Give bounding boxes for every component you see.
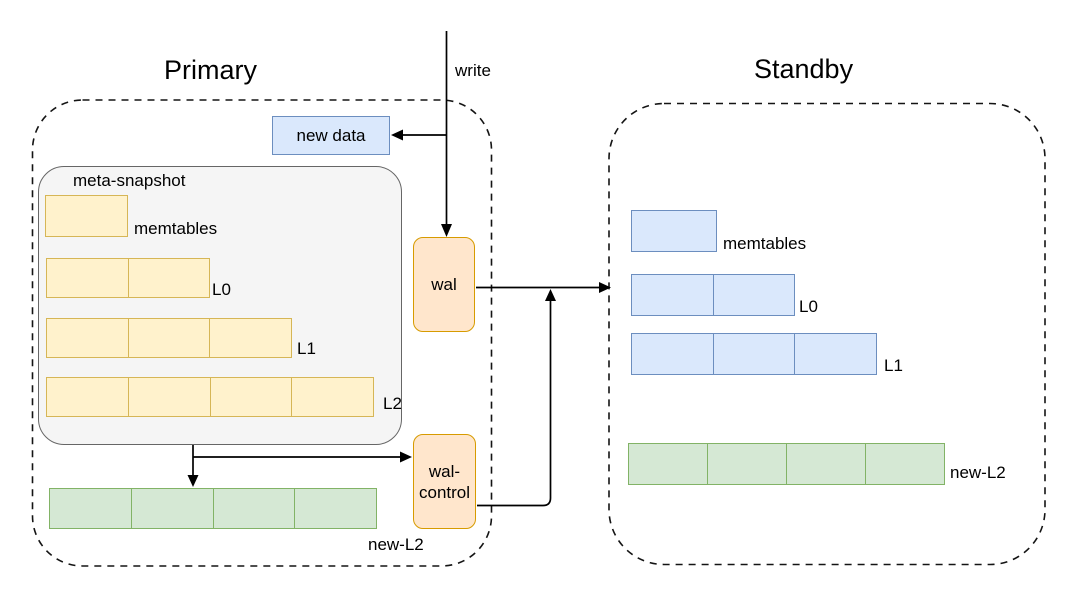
segment-cell [127, 378, 210, 416]
new-l2-label-standby: new-L2 [950, 463, 1006, 482]
l0-label-primary: L0 [212, 280, 231, 299]
write-arrow [441, 31, 452, 237]
write-label: write [455, 61, 491, 80]
new-l2-row-standby [628, 443, 945, 485]
new-l2-label-primary: new-L2 [368, 535, 424, 554]
l0-row-standby [631, 274, 795, 316]
segment-cell [50, 489, 131, 528]
new-data-box: new data [272, 116, 390, 155]
segment-cell [47, 378, 128, 416]
standby-boundary [608, 102, 1046, 566]
standby-title: Standby [754, 54, 854, 84]
segment-cell [209, 319, 291, 357]
memtables-row-primary [45, 195, 128, 237]
write-to-new-data-arrow [391, 129, 447, 141]
wal-control-box: wal- control [413, 434, 476, 529]
primary-title: Primary [164, 55, 257, 85]
segment-cell [127, 259, 210, 297]
segment-cell [291, 378, 373, 416]
segment-cell [209, 378, 292, 416]
l1-row-standby [631, 333, 877, 375]
l1-row-primary [46, 318, 292, 358]
segment-cell [865, 444, 944, 484]
l2-row-primary [46, 377, 374, 417]
segment-cell [46, 196, 127, 236]
l0-label-standby: L0 [799, 297, 818, 316]
l1-label-primary: L1 [297, 339, 316, 358]
segment-cell [130, 489, 213, 528]
l2-label-primary: L2 [383, 394, 402, 413]
segment-cell [629, 444, 707, 484]
segment-cell [712, 334, 795, 374]
segment-cell [294, 489, 376, 528]
wal-box: wal [413, 237, 475, 332]
segment-cell [127, 319, 210, 357]
l0-row-primary [46, 258, 210, 298]
l1-label-standby: L1 [884, 356, 903, 375]
memtables-label-standby: memtables [723, 234, 807, 253]
segment-cell [632, 211, 716, 251]
segment-cell [47, 319, 128, 357]
segment-cell [47, 259, 128, 297]
segment-cell [632, 334, 713, 374]
segment-cell [786, 444, 865, 484]
segment-cell [212, 489, 295, 528]
segment-cell [707, 444, 786, 484]
wal-control-to-standby-arrow [477, 289, 556, 507]
segment-cell [632, 275, 713, 315]
memtables-label-primary: memtables [134, 219, 218, 238]
meta-snapshot-label: meta-snapshot [73, 171, 186, 190]
memtables-row-standby [631, 210, 717, 252]
wal-to-standby-arrow [476, 282, 611, 293]
l2-to-wal-control-arrow [193, 451, 412, 463]
segment-cell [794, 334, 876, 374]
new-l2-row-primary [49, 488, 377, 529]
segment-cell [712, 275, 795, 315]
